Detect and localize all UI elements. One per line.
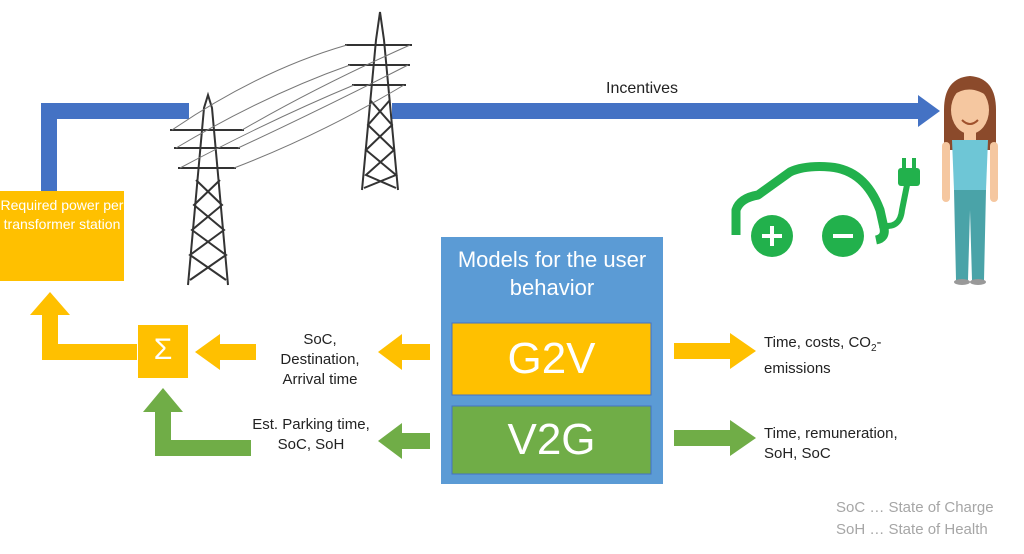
v2g-label: V2G (507, 415, 596, 464)
blue-power-connector (41, 103, 189, 191)
legend-soh: SoH … State of Health (836, 521, 988, 538)
v2g-inputs-line1: Est. Parking time, (252, 416, 370, 433)
sum-symbol: Σ (153, 333, 173, 366)
g2v-outputs-line1: Time, costs, CO2- (764, 334, 882, 354)
models-title: Models for the user behavior (457, 247, 647, 300)
v2g-outputs-line2: SoH, SoC (764, 445, 831, 462)
v2g-outputs-text: Time, remuneration, SoH, SoC (764, 424, 898, 464)
g2v-inputs-line2: Destination, (280, 351, 360, 368)
incentives-label: Incentives (606, 80, 679, 97)
v2g-inputs-text: Est. Parking time, SoC, SoH (236, 415, 386, 455)
green-arrow-v2g-right (674, 420, 756, 456)
v2g-outputs-line1: Time, remuneration, (764, 425, 898, 442)
orange-arrow-g2v-left (378, 334, 430, 370)
green-arrow-v2g-left (378, 423, 430, 459)
power-cables (171, 44, 411, 169)
orange-arrow-sum-to-required (30, 292, 137, 360)
plug-icon (898, 158, 920, 186)
g2v-box (451, 322, 652, 396)
v2g-box (451, 405, 652, 475)
green-arrow-into-sum (143, 388, 251, 456)
g2v-outputs-line2: emissions (764, 360, 831, 377)
woman-person-icon (942, 76, 998, 285)
orange-arrow-into-sum (195, 334, 256, 370)
legend: SoC … State of Charge SoH … State of Hea… (836, 497, 994, 541)
electric-car-plug-icon (731, 162, 911, 257)
g2v-inputs-text: SoC, Destination, Arrival time (268, 330, 372, 390)
v2g-inputs-line2: SoC, SoH (277, 436, 345, 453)
legend-soc: SoC … State of Charge (836, 499, 994, 516)
g2v-label: G2V (507, 334, 596, 383)
required-power-label: Required power per transformer station (0, 197, 124, 232)
car-wheel-symbols (762, 226, 853, 246)
power-pylon-icon (170, 11, 412, 286)
sum-box (138, 325, 188, 378)
required-power-box (0, 191, 124, 281)
g2v-outputs-text: Time, costs, CO2- emissions (764, 333, 882, 379)
g2v-inputs-line1: SoC, (303, 331, 337, 348)
g2v-inputs-line3: Arrival time (282, 371, 358, 388)
incentives-arrow (392, 95, 940, 127)
orange-arrow-g2v-right (674, 333, 756, 369)
